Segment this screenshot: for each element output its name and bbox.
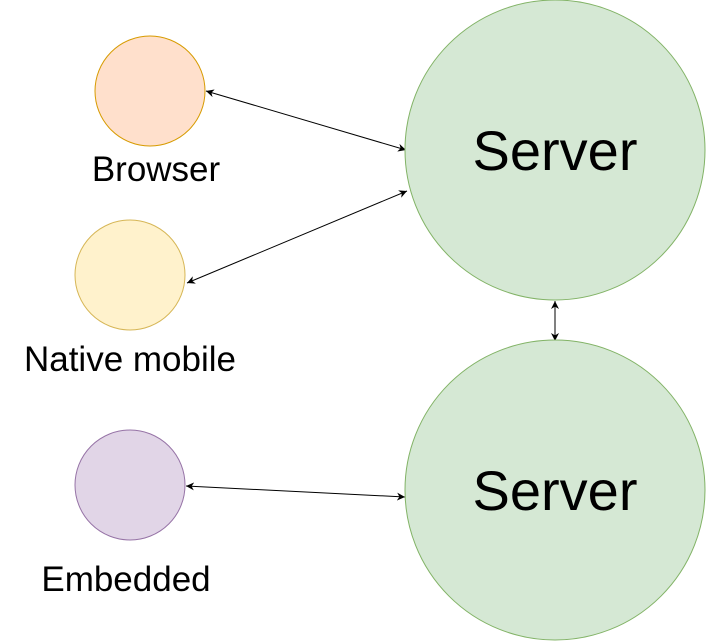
- browser-node[interactable]: [94, 35, 206, 147]
- native-mobile-label: Native mobile: [24, 340, 236, 379]
- edge-browser-server-top: [205, 89, 407, 152]
- embedded-label: Embedded: [41, 560, 210, 599]
- server-top-label: Server: [473, 119, 638, 182]
- browser-label: Browser: [92, 150, 221, 189]
- edge-native-mobile-server-top: [186, 190, 408, 284]
- embedded-node[interactable]: [74, 429, 186, 541]
- edge-embedded-server-bottom: [185, 482, 406, 501]
- server-bottom-label: Server: [473, 459, 638, 522]
- server-bottom-node[interactable]: [404, 339, 706, 641]
- native-mobile-node[interactable]: [74, 219, 186, 331]
- server-top-node[interactable]: [404, 0, 706, 301]
